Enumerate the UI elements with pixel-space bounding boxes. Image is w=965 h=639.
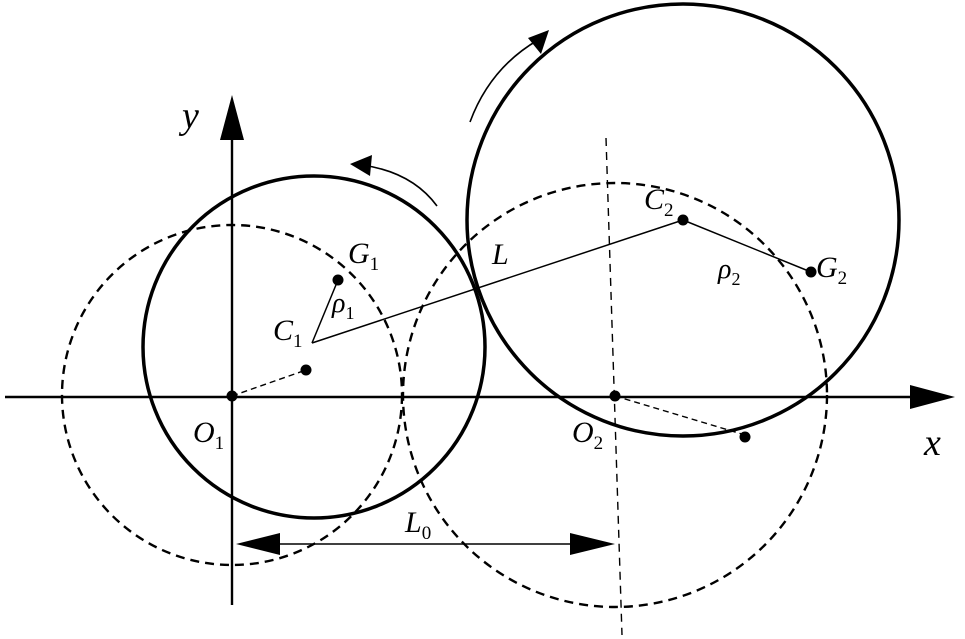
point-g1 <box>332 274 344 286</box>
solid-circle-right <box>465 2 901 438</box>
label-L0: L0 <box>404 506 431 544</box>
o2-to-center-dashed <box>614 395 746 436</box>
line-c2-g2 <box>682 219 812 273</box>
solid-circle-left <box>141 174 487 520</box>
label-rho1: ρ1 <box>331 288 354 323</box>
label-g2: G2 <box>816 251 847 289</box>
dashed-circle-right <box>401 181 829 609</box>
point-o2 <box>609 390 621 402</box>
label-o1: O1 <box>193 416 224 454</box>
label-c1: C1 <box>273 314 303 352</box>
label-c2: C2 <box>644 183 674 221</box>
o1-to-center-dashed <box>231 369 307 397</box>
rotation-arrowhead-left <box>350 155 372 176</box>
x-axis-arrowhead <box>910 385 955 409</box>
line-c1-g1 <box>311 279 339 344</box>
y-axis-arrowhead <box>220 95 244 140</box>
label-o2: O2 <box>572 416 603 454</box>
rotation-arrow-right <box>469 39 539 123</box>
label-rho2: ρ2 <box>717 254 740 289</box>
label-g1: G1 <box>348 237 379 275</box>
line-c1-c2 <box>311 219 684 344</box>
l0-arrowhead-left <box>236 533 280 555</box>
rotation-arrowhead-right <box>528 30 549 54</box>
point-c2 <box>677 214 689 226</box>
point-g2 <box>805 266 817 278</box>
y-axis-label: y <box>178 95 199 137</box>
x-axis-label: x <box>923 422 941 464</box>
label-L: L <box>491 238 509 271</box>
point-o2-displaced <box>739 431 751 443</box>
o2-vertical-dashed-line <box>605 137 623 636</box>
l0-arrowhead-right <box>570 533 615 555</box>
point-c1-displaced <box>300 364 312 376</box>
point-o1 <box>226 390 238 402</box>
rotation-arrow-left <box>361 164 438 207</box>
